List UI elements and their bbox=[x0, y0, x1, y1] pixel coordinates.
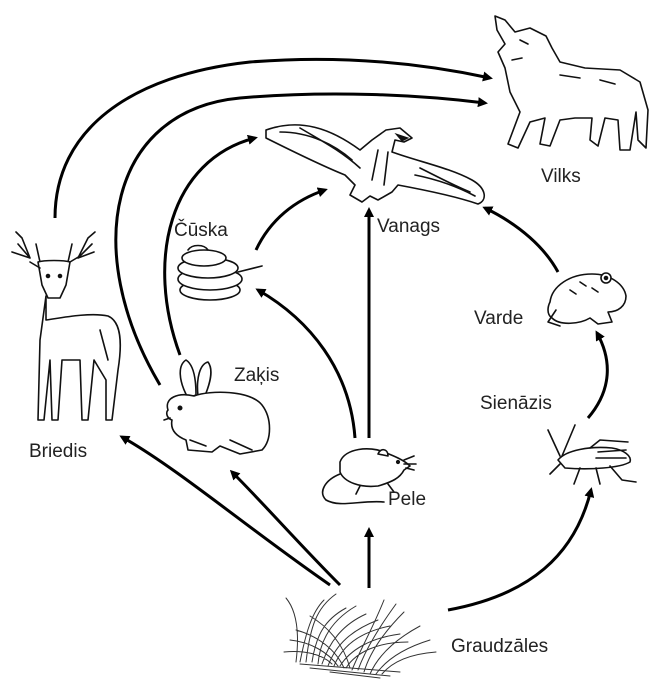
deer-icon bbox=[12, 232, 120, 420]
label-vilks: Vilks bbox=[541, 166, 581, 187]
arrow-varde-vanags bbox=[485, 208, 558, 272]
grass-icon bbox=[284, 594, 436, 678]
arrow-zakis-vanags bbox=[165, 138, 255, 355]
label-cuska: Čūska bbox=[174, 219, 228, 241]
label-zakis: Zaķis bbox=[234, 365, 279, 386]
label-sienazis: Sienāzis bbox=[480, 393, 552, 414]
label-briedis: Briedis bbox=[29, 441, 87, 462]
wolf-icon bbox=[495, 16, 648, 150]
label-pele: Pele bbox=[388, 489, 426, 510]
arrow-pele-cuska bbox=[258, 290, 355, 438]
snake-icon bbox=[178, 246, 262, 301]
grasshopper-icon bbox=[548, 425, 636, 484]
arrow-sienazis-varde bbox=[588, 333, 607, 418]
arrow-graudzales-sienazis bbox=[448, 490, 591, 610]
label-graudzales: Graudzāles bbox=[451, 636, 548, 657]
arrow-cuska-vanags bbox=[256, 190, 325, 250]
hawk-icon bbox=[266, 125, 484, 204]
label-varde: Varde bbox=[474, 308, 523, 329]
frog-icon bbox=[548, 273, 626, 326]
label-vanags: Vanags bbox=[377, 216, 440, 237]
arrow-graudzales-briedis bbox=[122, 437, 330, 585]
